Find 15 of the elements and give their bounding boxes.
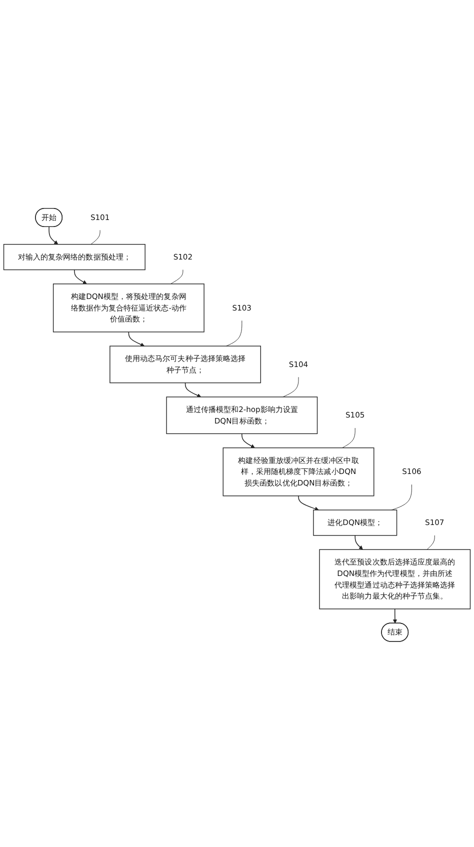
connector [282, 377, 299, 398]
connector [226, 320, 242, 347]
arrow [354, 535, 363, 550]
connector [342, 428, 356, 448]
connector [170, 270, 184, 285]
connector [391, 484, 412, 511]
arrow [298, 496, 319, 512]
arrow [128, 332, 145, 347]
arrow [242, 434, 255, 448]
connector [426, 536, 435, 550]
arrow [392, 608, 398, 624]
arrow [184, 382, 202, 398]
connector [90, 230, 100, 245]
arrow [74, 270, 87, 284]
arrow [48, 226, 58, 245]
